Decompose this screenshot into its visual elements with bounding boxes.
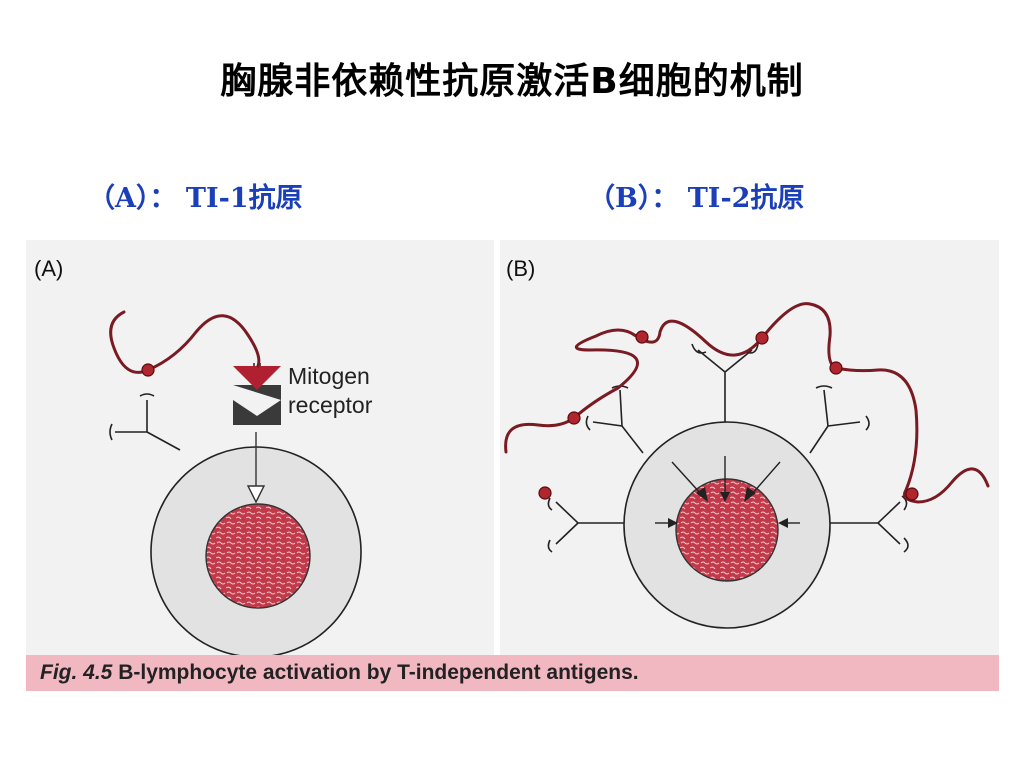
b-cell-receptors bbox=[547, 343, 909, 553]
ti2-diagram bbox=[504, 302, 990, 629]
signal-arrows bbox=[655, 456, 800, 528]
nucleus bbox=[205, 503, 311, 609]
figure-caption: Fig. 4.5 B-lymphocyte activation by T-in… bbox=[26, 655, 999, 691]
repetitive-epitopes bbox=[538, 330, 919, 501]
mitogen bbox=[233, 366, 281, 390]
panel-a-heading: （A）： TI-1抗原 bbox=[88, 183, 303, 214]
panel-b-heading: （B）： TI-2抗原 bbox=[588, 183, 805, 214]
figure-ref: Fig. 4.5 bbox=[40, 661, 113, 684]
panel-a-letter: (A) bbox=[34, 256, 64, 281]
ti2-diagram-panel: (B) bbox=[500, 240, 999, 655]
ti1-diagram-panel: (A) Mitogen receptor bbox=[26, 240, 494, 655]
mitogen-receptor bbox=[233, 385, 281, 425]
panel-b-letter: (B) bbox=[506, 256, 536, 281]
slide-title: 胸腺非依赖性抗原激活B细胞的机制 bbox=[220, 61, 804, 102]
ti1-diagram bbox=[109, 310, 362, 655]
b-cell-receptor bbox=[109, 393, 181, 451]
nucleus bbox=[675, 478, 779, 582]
caption-text: B-lymphocyte activation by T-independent… bbox=[118, 661, 639, 684]
epitope bbox=[141, 363, 155, 377]
mitogen-receptor-label: Mitogen receptor bbox=[288, 363, 373, 418]
antigen-chain bbox=[109, 310, 261, 374]
